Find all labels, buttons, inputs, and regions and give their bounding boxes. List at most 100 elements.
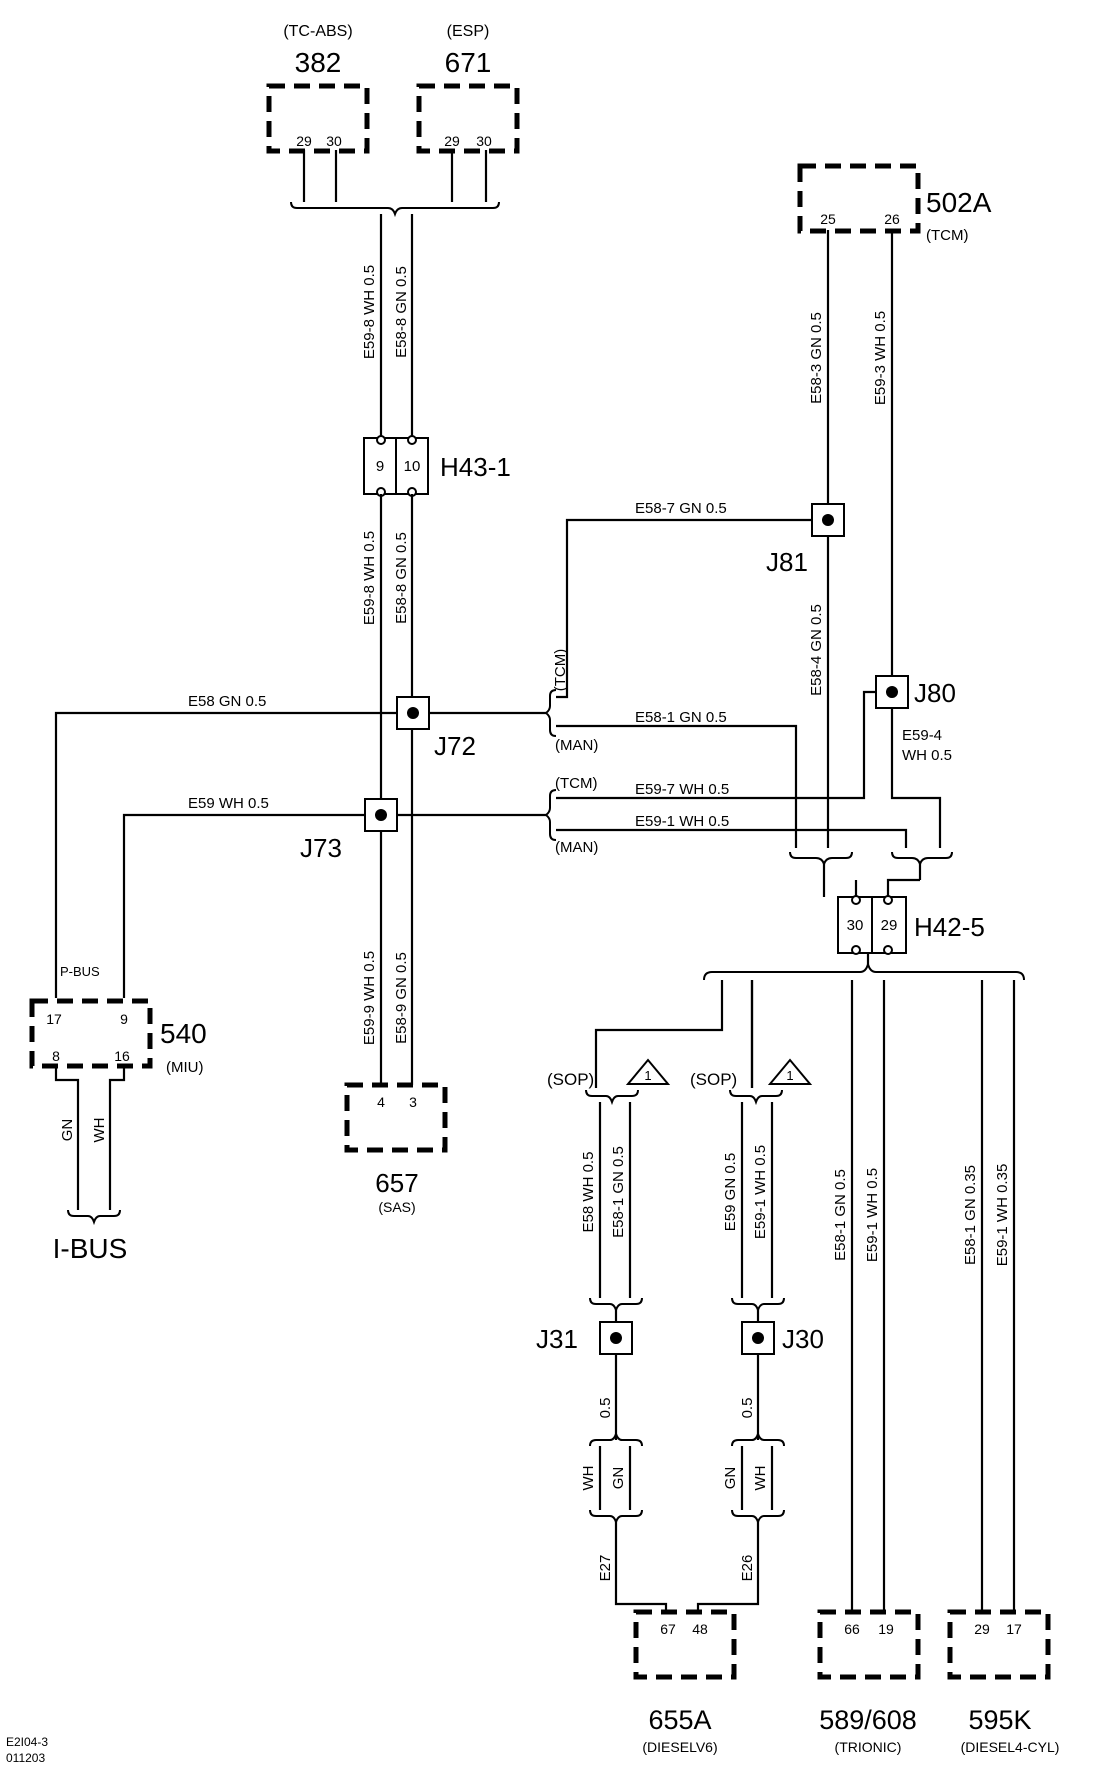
component-502a-pin-26: 26 bbox=[884, 211, 900, 227]
wire-diesel-e59-1: E59-1 WH 0.35 bbox=[994, 1164, 1011, 1267]
wire-e59-8-top: E59-8 WH 0.5 bbox=[361, 265, 378, 359]
component-540-box bbox=[29, 998, 153, 1069]
j31-output-bracket-top bbox=[589, 1430, 643, 1447]
wire-e59-4-spec: WH 0.5 bbox=[902, 747, 952, 764]
component-382-id: 382 bbox=[295, 47, 342, 78]
component-671-pin-29: 29 bbox=[444, 133, 460, 149]
junction-j72: J72 bbox=[396, 696, 476, 761]
component-540: P-BUS 17 9 8 16 540 (MIU) bbox=[29, 964, 207, 1076]
component-382-pin-30: 30 bbox=[326, 133, 342, 149]
junction-j80-label: J80 bbox=[914, 678, 956, 708]
wire-j30-gn: GN bbox=[722, 1467, 739, 1490]
sop-1-bracket bbox=[585, 1089, 639, 1106]
wire-sop2-e59: E59 GN 0.5 bbox=[722, 1153, 739, 1231]
h42-5-bracket-right bbox=[891, 851, 953, 868]
component-595k-pin-29: 29 bbox=[974, 1621, 990, 1637]
wire-e26: E26 bbox=[739, 1555, 756, 1582]
wire-j30-size: 0.5 bbox=[739, 1398, 756, 1419]
wire-e58-8-mid: E58-8 GN 0.5 bbox=[393, 532, 410, 624]
wire-j31-gn: GN bbox=[610, 1467, 627, 1490]
component-589-608-box bbox=[817, 1609, 921, 1680]
junction-j31: J31 bbox=[536, 1321, 633, 1355]
component-589-608-label: (TRIONIC) bbox=[835, 1739, 902, 1755]
wire-diesel-e58-1: E58-1 GN 0.35 bbox=[962, 1165, 979, 1265]
junction-j81: J81 bbox=[766, 503, 845, 577]
sop-2-bracket bbox=[729, 1089, 783, 1106]
note-1-number: 1 bbox=[644, 1068, 651, 1083]
branch-bracket-lower bbox=[544, 789, 557, 841]
footer-code: E2I04-3 bbox=[6, 1735, 48, 1749]
component-657-id: 657 bbox=[375, 1168, 418, 1198]
note-2-number: 1 bbox=[786, 1068, 793, 1083]
component-655a-label: (DIESELV6) bbox=[642, 1739, 717, 1755]
wire-e58-4: E58-4 GN 0.5 bbox=[808, 604, 825, 696]
branch-sop-1: (SOP) bbox=[547, 1070, 594, 1089]
component-502a-id: 502A bbox=[926, 187, 992, 218]
junction-j30: J30 bbox=[741, 1321, 824, 1355]
branch-sop-2: (SOP) bbox=[690, 1070, 737, 1089]
component-595k-label: (DIESEL4-CYL) bbox=[961, 1739, 1060, 1755]
wire-trionic-e58-1: E58-1 GN 0.5 bbox=[832, 1169, 849, 1261]
wire-sop2-e59-1: E59-1 WH 0.5 bbox=[752, 1145, 769, 1239]
junction-j72-label: J72 bbox=[434, 731, 476, 761]
wire-e58-8-top: E58-8 GN 0.5 bbox=[393, 266, 410, 358]
component-540-pin-9: 9 bbox=[120, 1011, 128, 1027]
j30-input-bracket bbox=[731, 1297, 785, 1314]
component-671-box bbox=[416, 83, 520, 154]
connector-h43-1: 9 10 H43-1 bbox=[363, 435, 511, 497]
component-382: (TC-ABS) 382 29 30 bbox=[266, 23, 370, 154]
branch-man-2: (MAN) bbox=[555, 839, 598, 856]
wire-e58-3: E58-3 GN 0.5 bbox=[808, 312, 825, 404]
wire-j30-wh: WH bbox=[752, 1466, 769, 1491]
junction-j80: J80 bbox=[875, 675, 956, 709]
lower-distribution-bracket bbox=[703, 963, 1025, 981]
wire-ibus-gn: GN bbox=[59, 1119, 76, 1142]
note-triangle-2 bbox=[767, 1058, 813, 1085]
component-382-box bbox=[266, 83, 370, 154]
component-655a: 67 48 655A (DIESELV6) bbox=[633, 1609, 737, 1755]
j30-output-bracket-top bbox=[731, 1430, 785, 1447]
wire-e58-1: E58-1 GN 0.5 bbox=[635, 709, 727, 726]
component-671-id: 671 bbox=[445, 47, 492, 78]
connector-h42-5-id: H42-5 bbox=[914, 912, 985, 942]
component-655a-box bbox=[633, 1609, 737, 1680]
component-540-pin-8: 8 bbox=[52, 1048, 60, 1064]
wire-e58-7: E58-7 GN 0.5 bbox=[635, 500, 727, 517]
branch-tcm-1: (TCM) bbox=[552, 649, 569, 691]
junction-j73-label: J73 bbox=[300, 833, 342, 863]
component-502a-pin-25: 25 bbox=[820, 211, 836, 227]
connector-h43-1-id: H43-1 bbox=[440, 452, 511, 482]
wire-e58-left: E58 GN 0.5 bbox=[188, 693, 266, 710]
component-657: 4 3 657 (SAS) bbox=[344, 1082, 448, 1215]
wire-e59-8-mid: E59-8 WH 0.5 bbox=[361, 531, 378, 625]
wire-j31-wh: WH bbox=[580, 1466, 597, 1491]
wire-e59-left: E59 WH 0.5 bbox=[188, 795, 269, 812]
j30-output-bracket-bottom bbox=[731, 1509, 785, 1526]
wire-e59-4-id: E59-4 bbox=[902, 727, 942, 744]
component-502a-label: (TCM) bbox=[926, 227, 968, 244]
junction-j31-label: J31 bbox=[536, 1324, 578, 1354]
junction-j30-label: J30 bbox=[782, 1324, 824, 1354]
component-671-pin-30: 30 bbox=[476, 133, 492, 149]
component-595k-box bbox=[947, 1609, 1051, 1680]
wire-e59-7: E59-7 WH 0.5 bbox=[635, 781, 729, 798]
component-657-pin-3: 3 bbox=[409, 1094, 417, 1110]
component-655a-pin-67: 67 bbox=[660, 1621, 676, 1637]
component-382-label: (TC-ABS) bbox=[283, 23, 352, 40]
component-589-608-id: 589/608 bbox=[819, 1705, 917, 1735]
wire-sop1-e58: E58 WH 0.5 bbox=[580, 1152, 597, 1233]
component-595k: 29 17 595K (DIESEL4-CYL) bbox=[947, 1609, 1060, 1755]
h42-5-bracket-left bbox=[789, 851, 853, 868]
component-540-label: (MIU) bbox=[166, 1059, 204, 1076]
component-502a: 25 26 502A (TCM) bbox=[797, 163, 992, 244]
wire-e59-9: E59-9 WH 0.5 bbox=[361, 951, 378, 1045]
footer-date: 011203 bbox=[6, 1751, 45, 1765]
component-382-pin-29: 29 bbox=[296, 133, 312, 149]
wire-ibus-wh: WH bbox=[91, 1118, 108, 1143]
wire-e27: E27 bbox=[597, 1555, 614, 1582]
component-540-pin-16: 16 bbox=[114, 1048, 130, 1064]
component-540-id: 540 bbox=[160, 1018, 207, 1049]
j31-output-bracket-bottom bbox=[589, 1509, 643, 1526]
component-655a-id: 655A bbox=[648, 1705, 711, 1735]
